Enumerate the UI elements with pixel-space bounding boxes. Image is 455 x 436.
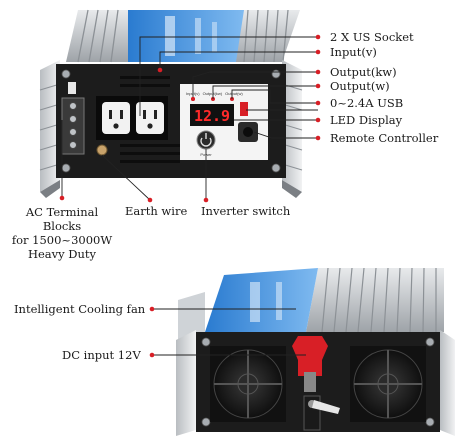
callout-cooling-fan: Intelligent Cooling fan xyxy=(14,302,146,316)
heat-sink-rear-left xyxy=(178,292,205,340)
callout-output-kw: Output(kw) xyxy=(330,65,397,79)
callout-inverter-switch: Inverter switch xyxy=(201,204,291,218)
led-display xyxy=(190,104,234,126)
usb-port xyxy=(240,102,248,116)
heat-sink-rear-top xyxy=(306,268,444,332)
callout-remote-controller: Remote Controller xyxy=(330,131,439,145)
callout-ac-terminal: AC Terminal Blocks for 1500~3000W Heavy … xyxy=(11,205,113,261)
callout-dc-input: DC input 12V xyxy=(62,348,141,362)
callout-output-w: Output(w) xyxy=(330,79,390,93)
us-socket-1 xyxy=(102,102,130,134)
top-leader-lines xyxy=(61,36,318,201)
callout-input-v: Input(v) xyxy=(330,45,377,59)
callout-earth-wire: Earth wire xyxy=(125,204,188,218)
top-label-sticker xyxy=(128,10,244,62)
side-fins-left xyxy=(40,60,60,192)
power-icon xyxy=(200,137,212,147)
callout-us-socket: 2 X US Socket xyxy=(330,30,414,44)
us-socket-2 xyxy=(136,102,164,134)
led-reading: 12.9 xyxy=(194,107,230,125)
cooling-fan-left xyxy=(210,346,286,422)
heat-sink-fins xyxy=(77,9,289,63)
bottom-leader-lines xyxy=(152,308,306,356)
cooling-fan-right xyxy=(350,346,426,422)
inverter-front-view: Input(v)Output(kw)Output(w) 12.9 Power xyxy=(39,9,303,198)
label-brand-text xyxy=(165,16,175,56)
callout-usb: 0~2.4A USB xyxy=(330,96,404,110)
rear-label-sticker xyxy=(205,268,318,332)
small-switch xyxy=(68,82,76,94)
earth-wire-terminal xyxy=(96,144,108,156)
vent-slots xyxy=(120,76,180,163)
bottom-leader-dots xyxy=(149,306,155,358)
inverter-rear-view xyxy=(176,267,455,436)
display-indicator-labels: Input(v)Output(kw)Output(w) xyxy=(186,91,243,96)
callout-led-display: LED Display xyxy=(330,113,403,127)
top-leader-dots xyxy=(59,34,321,203)
side-fins-right xyxy=(282,60,302,192)
